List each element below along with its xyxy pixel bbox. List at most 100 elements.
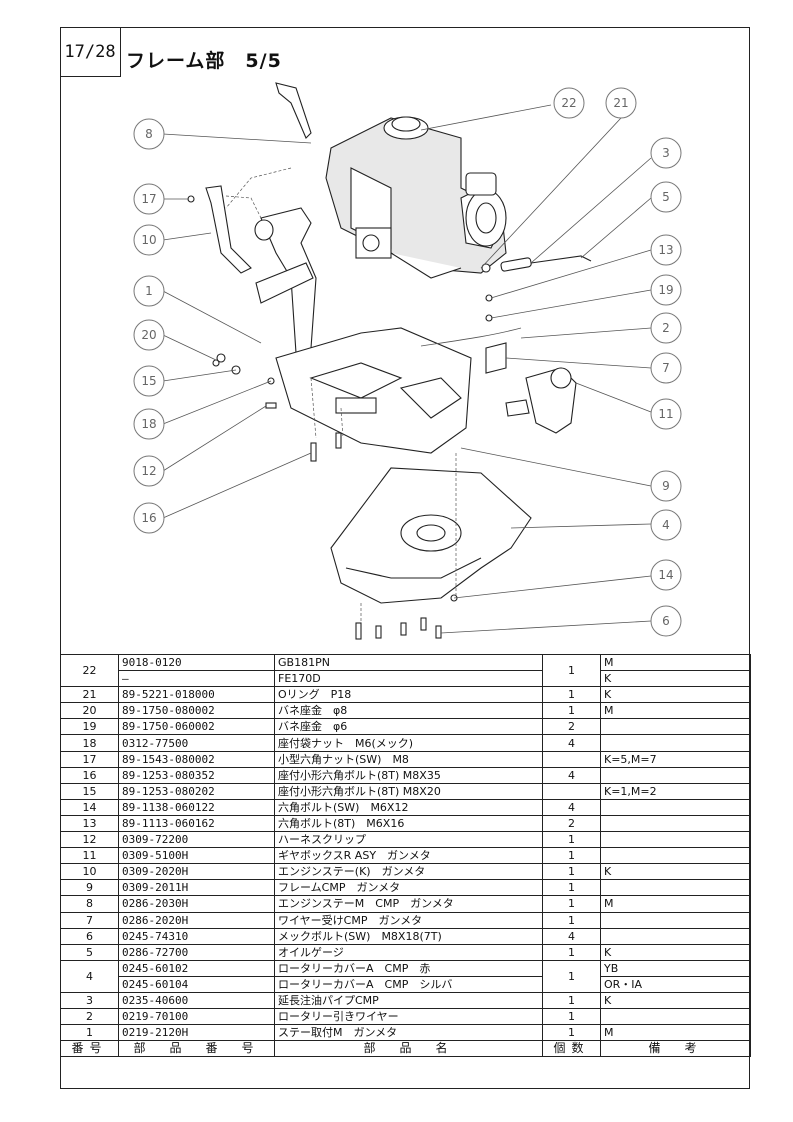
part-number: 89-1253-080352 (118, 766, 275, 784)
remarks: K (600, 670, 751, 688)
remarks: K (600, 943, 751, 961)
row-number: 14 (60, 798, 119, 816)
quantity (542, 782, 601, 800)
balloon-16: 16 (133, 502, 165, 534)
balloon-22: 22 (553, 87, 585, 119)
part-number: 89-1113-060162 (118, 814, 275, 833)
svg-text:21: 21 (613, 96, 628, 110)
remarks: K (600, 686, 751, 704)
quantity: 1 (542, 895, 601, 913)
quantity: 4 (542, 798, 601, 816)
remarks: K=5,M=7 (600, 750, 751, 768)
quantity: 1 (542, 879, 601, 897)
svg-text:17: 17 (141, 192, 156, 206)
part-name: ロータリー引きワイヤー (274, 1008, 543, 1026)
part-number: 0309-2011H (118, 879, 275, 897)
part-name: 六角ボルト(SW) M6X12 (274, 798, 543, 816)
part-number: 0245-60102 (118, 959, 275, 977)
svg-text:18: 18 (141, 417, 156, 431)
quantity: 1 (542, 1008, 601, 1026)
balloon-12: 12 (133, 455, 165, 487)
balloon-3: 3 (650, 137, 682, 169)
column-header-qty: 個数 (542, 1040, 601, 1058)
part-number: 0309-72200 (118, 831, 275, 849)
column-header-part-name: 部 品 名 (274, 1040, 543, 1058)
quantity (542, 750, 601, 768)
part-name: Oリング P18 (274, 686, 543, 704)
row-number: 11 (60, 847, 119, 865)
balloon-13: 13 (650, 234, 682, 266)
balloon-8: 8 (133, 118, 165, 150)
row-number: 21 (60, 686, 119, 704)
row-number: 20 (60, 702, 119, 720)
part-number: 89-1543-080002 (118, 750, 275, 768)
row-number: 6 (60, 927, 119, 945)
remarks: K (600, 863, 751, 881)
svg-text:16: 16 (141, 511, 156, 525)
svg-text:8: 8 (145, 127, 153, 141)
svg-text:1: 1 (145, 284, 153, 298)
part-number: 89-1750-080002 (118, 702, 275, 720)
row-number: 17 (60, 750, 119, 768)
quantity: 4 (542, 766, 601, 784)
part-number: 0245-60104 (118, 975, 275, 993)
part-number: 0309-5100H (118, 847, 275, 865)
part-name: 延長注油パイプCMP (274, 991, 543, 1010)
svg-text:14: 14 (658, 568, 673, 582)
quantity: 1 (542, 847, 601, 865)
quantity: 1 (542, 653, 601, 688)
quantity: 1 (542, 943, 601, 961)
quantity: 1 (542, 831, 601, 849)
balloon-1: 1 (133, 275, 165, 307)
balloon-5: 5 (650, 181, 682, 213)
svg-text:22: 22 (561, 96, 576, 110)
column-header-part-number: 部 品 番 号 (118, 1040, 275, 1058)
part-name: 六角ボルト(8T) M6X16 (274, 814, 543, 833)
remarks: OR・IA (600, 975, 751, 993)
balloon-14: 14 (650, 559, 682, 591)
remarks (600, 879, 751, 897)
part-number: 0286-72700 (118, 943, 275, 961)
balloon-9: 9 (650, 470, 682, 502)
remarks (600, 734, 751, 752)
remarks (600, 814, 751, 833)
remarks (600, 766, 751, 784)
page-frame (60, 27, 750, 1089)
bolts (187, 195, 493, 640)
part-name: エンジンステー(K) ガンメタ (274, 863, 543, 881)
remarks (600, 798, 751, 816)
part-number: 0219-2120H (118, 1024, 275, 1042)
row-number: 10 (60, 863, 119, 881)
balloon-7: 7 (650, 352, 682, 384)
balloon-2: 2 (650, 312, 682, 344)
quantity: 1 (542, 959, 601, 993)
part-name: オイルゲージ (274, 943, 543, 961)
svg-text:9: 9 (662, 479, 670, 493)
page-number: 17/28 (60, 27, 121, 77)
part-number: 0245-74310 (118, 927, 275, 945)
row-number: 4 (60, 959, 119, 993)
part-number: 0286-2030H (118, 895, 275, 913)
row-number: 8 (60, 895, 119, 913)
part-name: ギヤボックスR ASY ガンメタ (274, 847, 543, 865)
part-name: GB181PN (274, 653, 543, 672)
row-number: 18 (60, 734, 119, 752)
svg-text:13: 13 (658, 243, 673, 257)
quantity: 1 (542, 911, 601, 929)
part-name: 座付袋ナット M6(メック) (274, 734, 543, 752)
part-name: バネ座金 φ8 (274, 702, 543, 720)
svg-text:20: 20 (141, 328, 156, 342)
